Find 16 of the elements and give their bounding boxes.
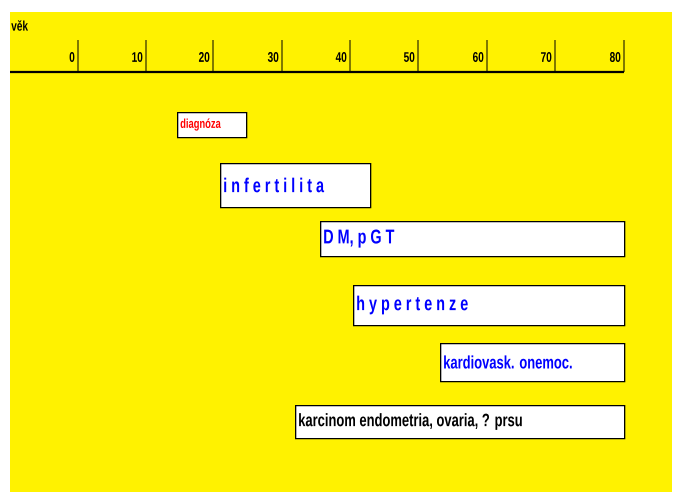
tick-label: 20 [198, 52, 210, 62]
bar-box: i n f e r t i l i t a [220, 163, 372, 208]
tick-label: 0 [70, 52, 74, 62]
tick-label: 80 [610, 52, 620, 62]
tick-label: 60 [472, 52, 484, 62]
tick-label: 40 [336, 52, 346, 62]
tick-label: 70 [541, 52, 552, 62]
bar-box: karcinom endometria, ovaria, ? prsu [295, 405, 626, 440]
bar-box: h y p e r t e n z e [353, 285, 626, 326]
bar-box: D M, p G T [320, 221, 626, 258]
bar-box: diagnóza [177, 112, 248, 138]
tick-label: 30 [268, 52, 278, 62]
bar-box: kardiovask. onemoc. [440, 343, 626, 382]
axis-title: věk [11, 20, 28, 31]
tick-label: 50 [404, 52, 414, 62]
tick-label: 10 [132, 52, 142, 62]
